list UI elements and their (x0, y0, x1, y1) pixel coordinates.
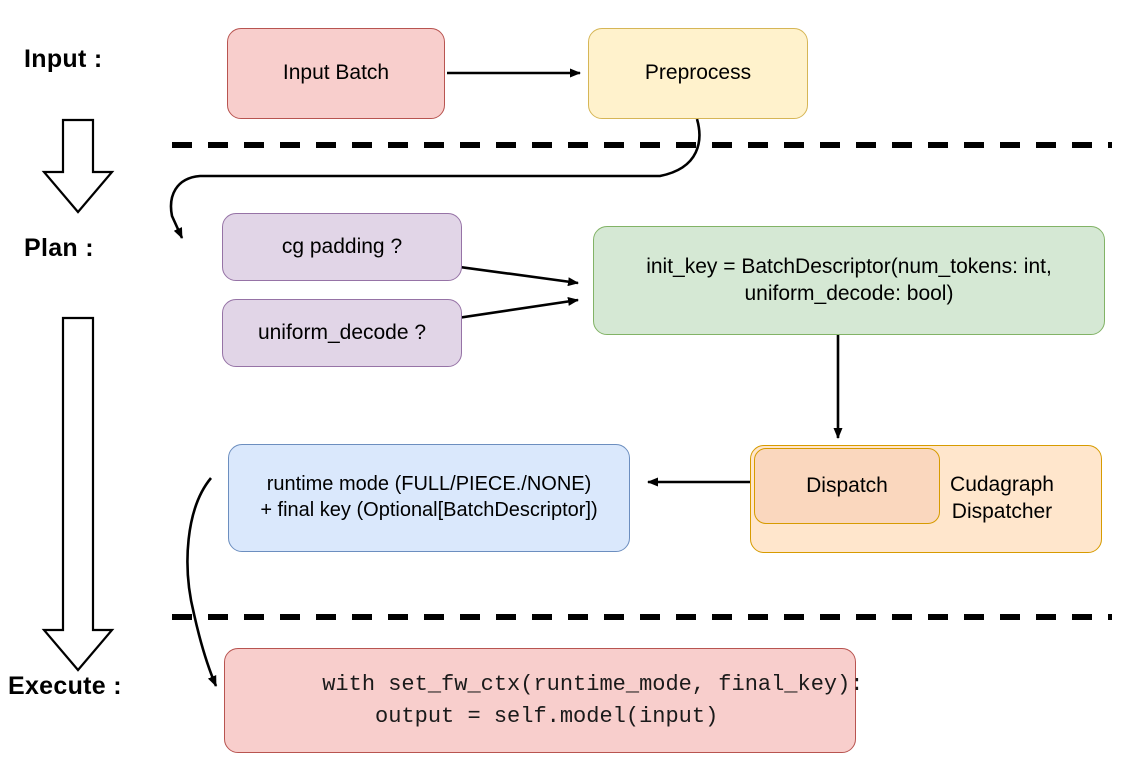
stage-label-plan: Plan : (24, 234, 94, 262)
node-cg-padding[interactable]: cg padding ? (222, 213, 462, 281)
node-init-key-line1: init_key = BatchDescriptor(num_tokens: i… (646, 254, 1052, 278)
node-input-batch-label: Input Batch (282, 61, 390, 85)
arrow-runtime-mode-to-execute-code (186, 477, 218, 687)
node-init-key-line2: uniform_decode: bool) (744, 281, 954, 305)
node-execute-code-line2: output = self.model(input) (322, 703, 719, 729)
node-execute-code-line1: with set_fw_ctx(runtime_mode, final_key)… (322, 671, 864, 697)
stage-label-input: Input : (24, 45, 103, 73)
node-preprocess[interactable]: Preprocess (588, 28, 808, 119)
node-input-batch[interactable]: Input Batch (227, 28, 445, 119)
node-cudagraph-dispatcher-line1: Cudagraph (950, 473, 1054, 497)
node-cudagraph-dispatcher-line2: Dispatcher (951, 500, 1053, 523)
node-runtime-mode-line1: runtime mode (FULL/PIECE./NONE) (266, 473, 592, 496)
node-execute-code[interactable]: with set_fw_ctx(runtime_mode, final_key)… (224, 648, 864, 753)
node-uniform-decode[interactable]: uniform_decode ? (222, 299, 462, 367)
stage-arrow-input-to-plan (41, 118, 115, 214)
stage-arrow-plan-to-execute (41, 316, 115, 672)
node-dispatch[interactable]: Dispatch (754, 448, 940, 524)
node-runtime-mode[interactable]: runtime mode (FULL/PIECE./NONE) + final … (228, 444, 630, 552)
stage-label-execute: Execute : (8, 672, 122, 700)
node-runtime-mode-line2: + final key (Optional[BatchDescriptor]) (260, 499, 598, 521)
node-dispatch-label: Dispatch (806, 473, 888, 497)
node-init-key[interactable]: init_key = BatchDescriptor(num_tokens: i… (593, 226, 1105, 335)
node-cg-padding-label: cg padding ? (281, 234, 403, 258)
node-uniform-decode-label: uniform_decode ? (257, 320, 427, 344)
node-preprocess-label: Preprocess (644, 61, 752, 85)
